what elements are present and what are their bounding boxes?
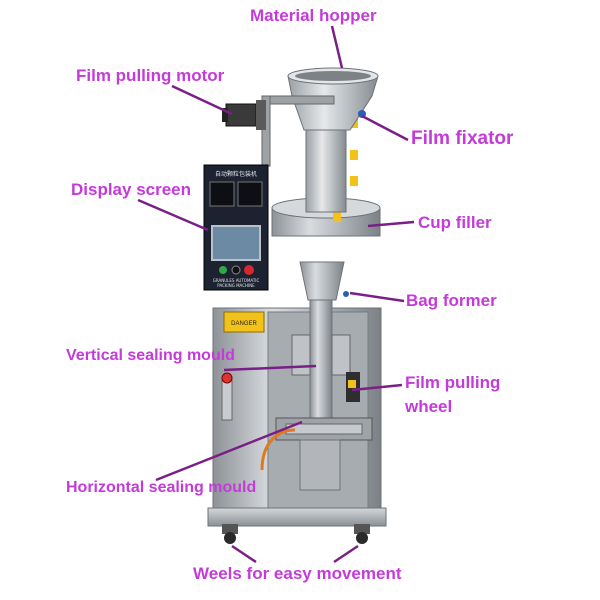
wheel-left — [222, 524, 238, 544]
hopper-inner — [295, 71, 371, 81]
machine: DANGER — [203, 67, 387, 544]
temp-controller-2 — [237, 181, 263, 207]
panel-caption-1: GRANULES AUTOMATIC — [213, 278, 260, 283]
label-display-screen: Display screen — [71, 180, 192, 199]
label-horizontal-sealing-mould: Horizontal sealing mould — [66, 479, 257, 496]
air-hose — [260, 428, 296, 471]
green-button — [219, 266, 227, 274]
control-panel: 自动颗粒包装机 GRANULES AUTOMATIC PACKING MACHI… — [203, 164, 269, 291]
cup-filler-tag — [333, 212, 341, 222]
horizontal-sealer-jaw — [285, 423, 363, 435]
label-film-pulling-motor: Film pulling motor — [76, 66, 225, 85]
bag-former-bolt — [343, 291, 349, 297]
black-button — [231, 265, 241, 275]
film-roll-arm — [261, 95, 335, 105]
leader-film-pulling-motor — [171, 84, 233, 116]
label-wheels: Weels for easy movement — [193, 564, 402, 583]
label-film-pulling-wheel-2: wheel — [405, 397, 453, 416]
neck-tag-3 — [350, 176, 358, 186]
label-bag-former: Bag former — [406, 291, 497, 310]
label-vertical-sealing-mould: Vertical sealing mould — [66, 347, 235, 364]
leader-bag-former — [349, 291, 405, 303]
leader-film-pulling-wheel — [351, 383, 403, 392]
label-material-hopper: Material hopper — [250, 6, 377, 25]
leader-wheel-left — [231, 544, 257, 564]
warning-text: DANGER — [231, 321, 257, 327]
leader-film-fixator — [361, 114, 409, 142]
wheel-right — [354, 524, 370, 544]
leader-wheel-right — [333, 544, 359, 564]
hopper-neck — [305, 119, 347, 213]
panel-title: 自动颗粒包装机 — [215, 170, 257, 178]
warning-tag-1 — [348, 380, 356, 388]
label-cup-filler: Cup filler — [418, 213, 492, 232]
film-pulling-motor — [222, 100, 266, 130]
label-film-pulling-wheel-1: Film pulling — [405, 373, 501, 392]
air-filter-regulator — [221, 372, 233, 421]
vertical-sealer-right — [331, 334, 351, 376]
base-frame — [207, 507, 387, 527]
bag-former — [299, 261, 345, 301]
leader-material-hopper — [330, 25, 344, 69]
red-button — [244, 265, 254, 275]
leader-display-screen — [137, 198, 209, 232]
display-screen — [211, 225, 261, 261]
vertical-sealer — [291, 334, 311, 376]
discharge-chute — [299, 439, 341, 491]
leader-vertical-sealing-mould — [223, 364, 317, 372]
leader-lines — [137, 25, 415, 564]
temp-controller-1 — [209, 181, 235, 207]
warning-plate — [223, 311, 265, 333]
neck-tag-2 — [350, 150, 358, 160]
leader-horizontal-sealing-mould — [155, 420, 303, 482]
panel-caption-2: PACKING MACHINE — [217, 283, 255, 288]
label-film-fixator: Film fixator — [411, 128, 514, 149]
leader-cup-filler — [367, 220, 415, 228]
